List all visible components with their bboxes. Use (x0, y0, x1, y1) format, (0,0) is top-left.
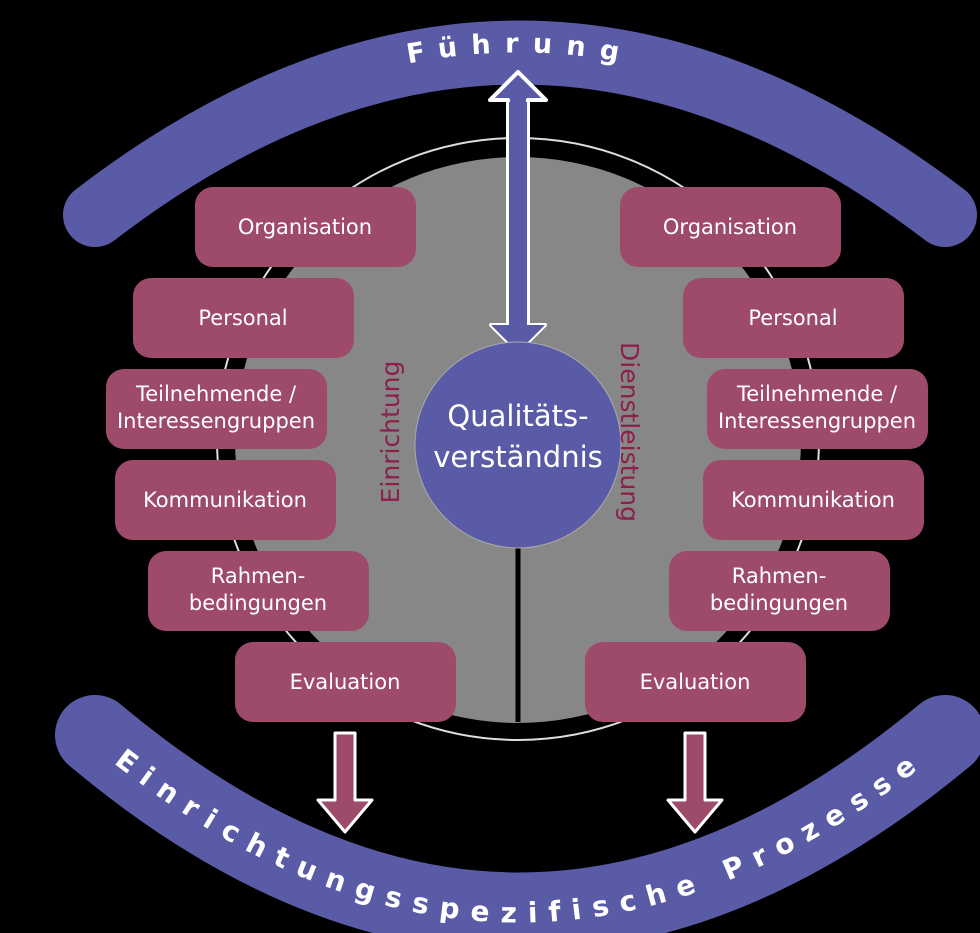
fuehrung-band (63, 20, 977, 247)
down-arrow-left-icon (316, 731, 374, 834)
box-label: Interessengruppen (117, 409, 315, 433)
dienstleistung-label: Dienstleistung (615, 342, 644, 522)
box-label: Teilnehmende / (736, 382, 898, 406)
right-box-evaluation: Evaluation (585, 642, 806, 722)
right-box-personal: Personal (683, 278, 904, 358)
box-label: Evaluation (640, 670, 751, 694)
box-label: Kommunikation (731, 488, 895, 512)
center-circle (414, 341, 622, 549)
center-line1: Qualitäts- (447, 399, 588, 433)
box-label: Organisation (663, 215, 797, 239)
left-box-rahmenbedingungen: Rahmen-bedingungen (148, 551, 369, 631)
left-box-kommunikation: Kommunikation (115, 460, 336, 540)
box-label: Kommunikation (143, 488, 307, 512)
box-label: bedingungen (189, 591, 327, 615)
box-label: Personal (198, 306, 287, 330)
left-box-organisation: Organisation (195, 187, 416, 267)
einrichtung-label: Einrichtung (376, 361, 405, 504)
box-label: Rahmen- (732, 564, 827, 588)
right-box-organisation: Organisation (620, 187, 841, 267)
box-label: Teilnehmende / (135, 382, 297, 406)
right-box-teilnehmende: Teilnehmende / Interessengruppen (707, 369, 928, 449)
prozesse-label: Einrichtungsspezifische Prozesse (109, 742, 931, 929)
left-box-personal: Personal (133, 278, 354, 358)
prozesse-band (55, 695, 980, 933)
box-label: bedingungen (710, 591, 848, 615)
right-box-rahmenbedingungen: Rahmen-bedingungen (669, 551, 890, 631)
box-label: Interessengruppen (718, 409, 916, 433)
box-label: Rahmen- (211, 564, 306, 588)
box-label: Evaluation (290, 670, 401, 694)
box-label: Personal (748, 306, 837, 330)
box-label: Organisation (238, 215, 372, 239)
left-box-teilnehmende: Teilnehmende / Interessengruppen (106, 369, 327, 449)
center-line2: verständnis (433, 440, 603, 474)
right-box-kommunikation: Kommunikation (703, 460, 924, 540)
left-box-evaluation: Evaluation (235, 642, 456, 722)
down-arrow-right-icon (666, 731, 724, 834)
